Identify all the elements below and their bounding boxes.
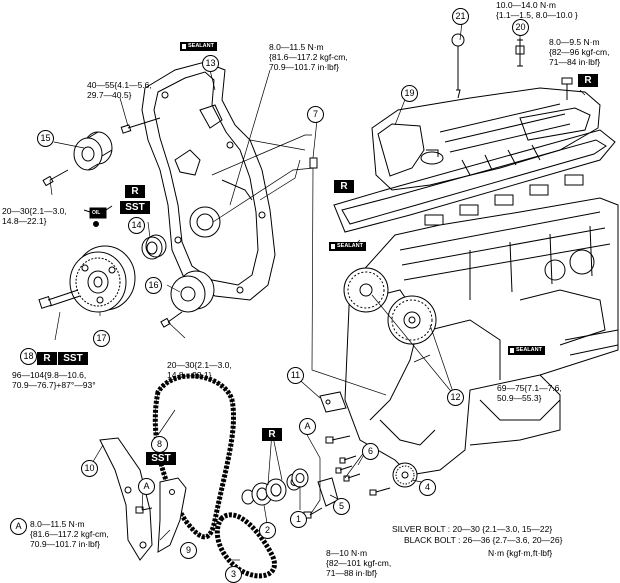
torque-spec-pulley-bolt: 96—104{9.8—10.6, 70.9—76.7}+87°—93° (12, 370, 96, 390)
front-cover-bolts (335, 455, 391, 496)
replace-tag-gasket: R (334, 180, 354, 193)
callout-21: 21 (452, 8, 469, 25)
cylinder-head-cover (371, 87, 601, 191)
torque-spec-tensioner-bolt: 20—30{2.1—3.0, 14.8—22.1} (167, 360, 232, 380)
callout-1: 1 (290, 511, 307, 528)
callout-17: 17 (93, 330, 110, 347)
engine-block (344, 197, 619, 476)
callout-12: 12 (447, 389, 464, 406)
sealant-tag-front-cover: SEALANT (180, 42, 217, 51)
oil-can-label: OIL (92, 210, 101, 216)
torque-spec-a: 8.0—11.5 N·m {81.6—117.2 kgf-cm, 70.9—10… (30, 519, 109, 549)
callout-19: 19 (401, 85, 418, 102)
callout-4: 4 (419, 479, 436, 496)
crankshaft-pulley-bolt (38, 289, 81, 309)
cover-bolt (561, 77, 573, 100)
torque-units-legend: N·m {kgf·m,ft·lbf} (488, 548, 553, 558)
chain-tensioner (317, 435, 351, 507)
callout-7: 7 (307, 106, 324, 123)
tensioner-arm (157, 477, 187, 553)
callout-a-legend: A (10, 518, 27, 535)
replace-tag-sprocket: R (262, 428, 282, 441)
cover-gasket (333, 129, 616, 233)
sealant-tag-head: SEALANT (329, 242, 366, 251)
tensioner-pulley (170, 270, 215, 313)
callout-9: 9 (180, 542, 197, 559)
torque-spec-cover-bolt: 8.0—9.5 N·m {82—96 kgf-cm, 71—84 in·lbf} (549, 37, 610, 67)
callout-6: 6 (362, 443, 379, 460)
callout-a-guide: A (138, 478, 155, 495)
crankshaft-pulley (69, 245, 136, 313)
replace-tag-cover-bolt: R (578, 74, 598, 87)
torque-spec-silver-bolt: SILVER BOLT : 20—30 {2.1—3.0, 15—22} (392, 524, 553, 534)
callout-16: 16 (145, 277, 162, 294)
front-oil-seal (141, 234, 167, 260)
idler-pulley (73, 131, 113, 171)
oil-can-icon (83, 205, 113, 227)
torque-spec-sprocket-bolt: 69—75{7.1—7.6, 50.9—55.3} (497, 383, 562, 403)
callout-14: 14 (128, 217, 145, 234)
torque-spec-front-cover: 8.0—11.5 N·m {81.6—117.2 kgf-cm, 70.9—10… (269, 42, 348, 72)
replace-tag-oil-seal: R (125, 185, 145, 198)
sst-tag-oil-seal: SST (120, 201, 150, 214)
bracket-bolt (120, 117, 161, 134)
engine-front-cover (141, 61, 276, 301)
crankshaft-sprocket (392, 462, 418, 488)
callout-20: 20 (512, 19, 529, 36)
crank-sprocket-parts (241, 468, 309, 506)
torque-spec-black-bolt: BLACK BOLT : 26—36 {2.7—3.6, 20—26} (404, 535, 563, 545)
sst-tag-chain: SST (146, 452, 176, 465)
callout-8: 8 (151, 436, 168, 453)
callout-a-tensioner: A (299, 418, 316, 435)
torque-spec-tensioner: 8—10 N·m {82—101 kgf-cm, 71—88 in·lbf} (326, 548, 392, 578)
callout-5: 5 (333, 498, 350, 515)
callout-15: 15 (37, 130, 54, 147)
oil-pump-chain (214, 512, 277, 579)
tensioner-pulley-bolt (160, 311, 183, 328)
callout-13: 13 (202, 55, 219, 72)
oil-level-gauge (451, 33, 465, 99)
sealant-tag-block: SEALANT (508, 346, 545, 355)
torque-spec-idler-bolt: 20—30{2.1—3.0, 14.8—22.1} (2, 206, 67, 226)
dowel-pin (309, 157, 318, 169)
callout-11: 11 (287, 367, 304, 384)
callout-3: 3 (225, 566, 242, 583)
tensioner-bracket (319, 391, 347, 413)
stud-bolt (515, 38, 525, 67)
idler-bolt (42, 169, 69, 187)
sst-tag-pulley-bolt: SST (58, 352, 88, 365)
chain-guide (99, 437, 153, 561)
callout-10: 10 (81, 460, 98, 477)
spark-plug-tube-seals (424, 174, 584, 226)
torque-spec-stud: 10.0—14.0 N·m {1.1—1.5, 8.0—10.0 } (496, 0, 578, 20)
callout-2: 2 (259, 522, 276, 539)
torque-spec-bracket-bolt: 40—55{4.1—5.6, 29.7—40.5} (87, 80, 152, 100)
replace-tag-pulley-bolt: R (37, 352, 57, 365)
timing-chain (152, 373, 237, 540)
callout-18: 18 (20, 348, 37, 365)
